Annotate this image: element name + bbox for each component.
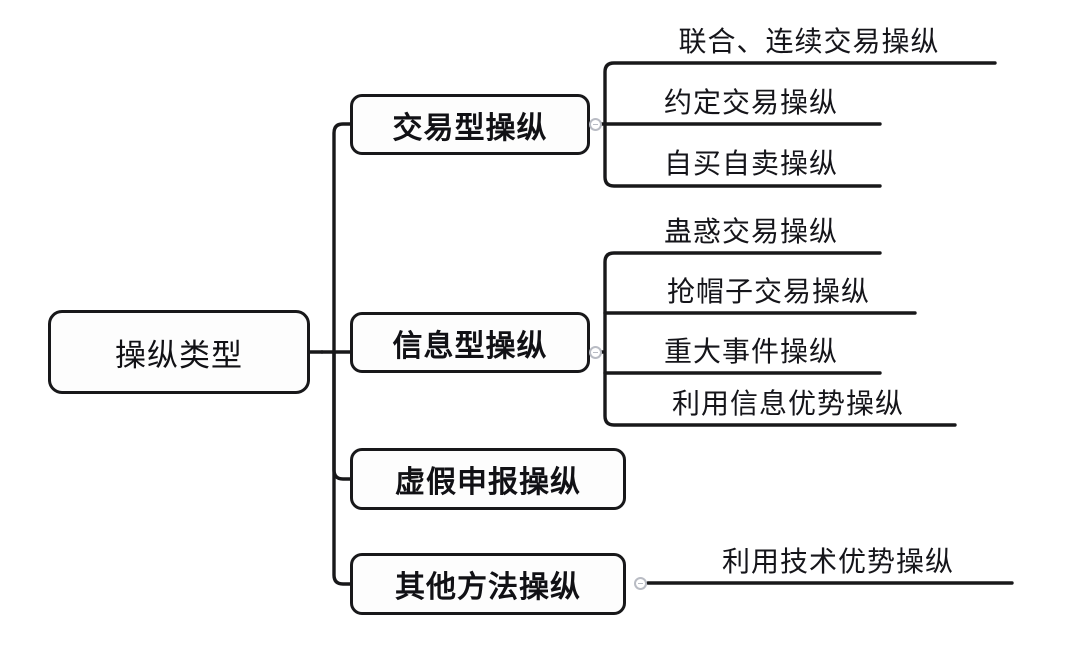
leaf-trading-1-label: 联合、连续交易操纵 bbox=[678, 25, 940, 58]
node-root[interactable]: 操纵类型 bbox=[48, 310, 310, 394]
connector-branch-trading bbox=[332, 122, 352, 354]
leaf-trading-2[interactable]: 约定交易操纵 bbox=[620, 79, 882, 123]
node-branch-other-label: 其他方法操纵 bbox=[395, 570, 581, 605]
leaf-information-4[interactable]: 利用信息优势操纵 bbox=[620, 380, 956, 424]
leaf-other-1[interactable]: 利用技术优势操纵 bbox=[670, 538, 1006, 582]
leaf-information-1-label: 蛊惑交易操纵 bbox=[663, 215, 838, 248]
node-branch-other[interactable]: 其他方法操纵 bbox=[350, 553, 626, 615]
connector-branch-other bbox=[332, 350, 352, 586]
node-branch-information[interactable]: 信息型操纵 bbox=[350, 312, 590, 373]
collapse-handle-icon-information[interactable] bbox=[589, 346, 602, 359]
node-branch-false-declaration[interactable]: 虚假申报操纵 bbox=[350, 448, 626, 510]
leaf-other-1-label: 利用技术优势操纵 bbox=[721, 545, 954, 578]
node-branch-trading[interactable]: 交易型操纵 bbox=[350, 94, 590, 155]
leaf-information-1[interactable]: 蛊惑交易操纵 bbox=[620, 208, 882, 252]
leaf-trading-3[interactable]: 自买自卖操纵 bbox=[620, 140, 882, 184]
leaf-information-2[interactable]: 抢帽子交易操纵 bbox=[620, 268, 917, 312]
leaf-information-2-label: 抢帽子交易操纵 bbox=[666, 275, 870, 308]
leaf-trading-1[interactable]: 联合、连续交易操纵 bbox=[620, 18, 998, 62]
collapse-handle-icon-trading[interactable] bbox=[589, 118, 602, 131]
node-branch-information-label: 信息型操纵 bbox=[392, 328, 548, 364]
node-branch-trading-label: 交易型操纵 bbox=[392, 110, 548, 146]
node-branch-false-declaration-label: 虚假申报操纵 bbox=[395, 465, 581, 500]
leaf-trading-3-label: 自买自卖操纵 bbox=[663, 147, 838, 180]
leaf-trading-2-label: 约定交易操纵 bbox=[663, 86, 838, 119]
leaf-information-3[interactable]: 重大事件操纵 bbox=[620, 328, 882, 372]
node-root-label: 操纵类型 bbox=[115, 337, 243, 374]
leaf-information-3-label: 重大事件操纵 bbox=[663, 335, 838, 368]
leaf-information-4-label: 利用信息优势操纵 bbox=[671, 387, 904, 420]
connector-branch-false-declaration bbox=[332, 350, 352, 481]
collapse-handle-icon-other[interactable] bbox=[634, 577, 647, 590]
